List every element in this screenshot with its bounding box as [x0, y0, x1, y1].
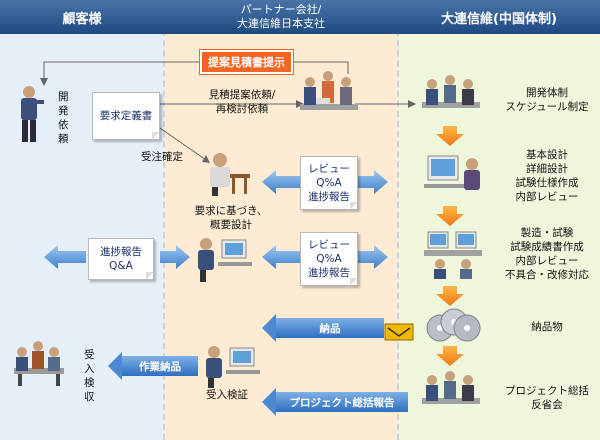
quote-request-text: 見積提案依頼/ 再検討依頼	[208, 89, 276, 115]
tester-computer-icon	[206, 346, 260, 388]
design-workstation-icon	[424, 155, 480, 190]
flow-arrow-4	[436, 346, 464, 366]
delivery-band: 納品	[262, 314, 384, 342]
dalian-header: 大連信維(中国体制)	[398, 0, 600, 34]
work-delivery-band: 作業納品	[108, 352, 198, 380]
step5-text: プロジェクト総括 反省会	[505, 385, 589, 411]
to-dalian-arrowhead	[408, 100, 416, 108]
developer-computer-icon	[198, 238, 252, 282]
team-meeting-icon	[300, 71, 358, 110]
progress-arrow-left	[44, 245, 86, 269]
proposal-arrowhead	[40, 78, 48, 86]
customer-header: 顧客様	[0, 0, 164, 34]
flow-arrow-2	[436, 206, 464, 226]
order-confirm-line	[159, 127, 207, 161]
step4-text: 納品物	[531, 321, 563, 333]
designer-person-icon	[210, 153, 250, 196]
proposal-tag: 提案見積書提示	[199, 49, 294, 75]
proposal-line	[43, 61, 349, 80]
meeting-group-icon	[14, 341, 64, 386]
acceptance-vertical-text: 受 入 検 収	[84, 349, 95, 403]
step2-text: 基本設計 詳細設計 試験仕様作成 内部レビュー	[515, 149, 579, 203]
outline-design-text: 要求に基づき、 概要設計	[194, 205, 268, 231]
review-arrow-right	[356, 170, 388, 194]
review-doc-1: レビュー Q%A 進捗報告	[300, 156, 358, 210]
request-vertical-text: 開 発 依 頼	[58, 91, 69, 145]
partner-header: パートナー会社/ 大連信維日本支社	[164, 0, 398, 34]
progress-arrow-right	[160, 245, 190, 269]
flow-arrow-3	[436, 286, 464, 306]
dev-team-meeting-icon	[422, 75, 480, 108]
customer-header-label: 顧客様	[62, 11, 102, 27]
package-icon	[384, 323, 414, 341]
partner-header-line1: パートナー会社/	[240, 3, 322, 16]
cd-discs-icon	[426, 308, 481, 342]
manufacturing-workstation-icon	[424, 231, 482, 279]
review2-arrow-right	[356, 245, 388, 269]
progress-doc-line2: Q&A	[109, 260, 133, 272]
order-confirm-text: 受注確定	[141, 151, 183, 163]
order-confirm-arrowhead	[202, 155, 210, 163]
requirement-doc: 要求定義書	[92, 92, 160, 140]
dalian-header-label: 大連信維(中国体制)	[441, 11, 557, 27]
partner-header-line2: 大連信維日本支社	[237, 17, 325, 30]
project-report-band: プロジェクト総括報告	[262, 388, 408, 416]
partner-column	[164, 34, 398, 440]
review-meeting-icon	[422, 371, 480, 404]
column-divider	[397, 0, 399, 440]
column-divider	[163, 0, 165, 440]
requirement-doc-label: 要求定義書	[99, 110, 153, 122]
review-doc-2: レビュー Q%A 進捗報告	[300, 232, 358, 286]
step3-text: 製造・試験 試験成績書作成 内部レビュー 不具合・改修対応	[505, 227, 589, 281]
step1-text: 開発体制 スケジュール制定	[505, 87, 589, 113]
acceptance-test-text: 受入検証	[206, 389, 248, 401]
flow-arrow-1	[436, 126, 464, 146]
progress-doc: 進捗報告 Q&A	[88, 238, 154, 280]
progress-doc-line1: 進捗報告	[100, 246, 142, 258]
review2-arrow-left	[262, 245, 300, 269]
customer-person-icon	[21, 86, 44, 142]
review-arrow-left	[262, 170, 300, 194]
